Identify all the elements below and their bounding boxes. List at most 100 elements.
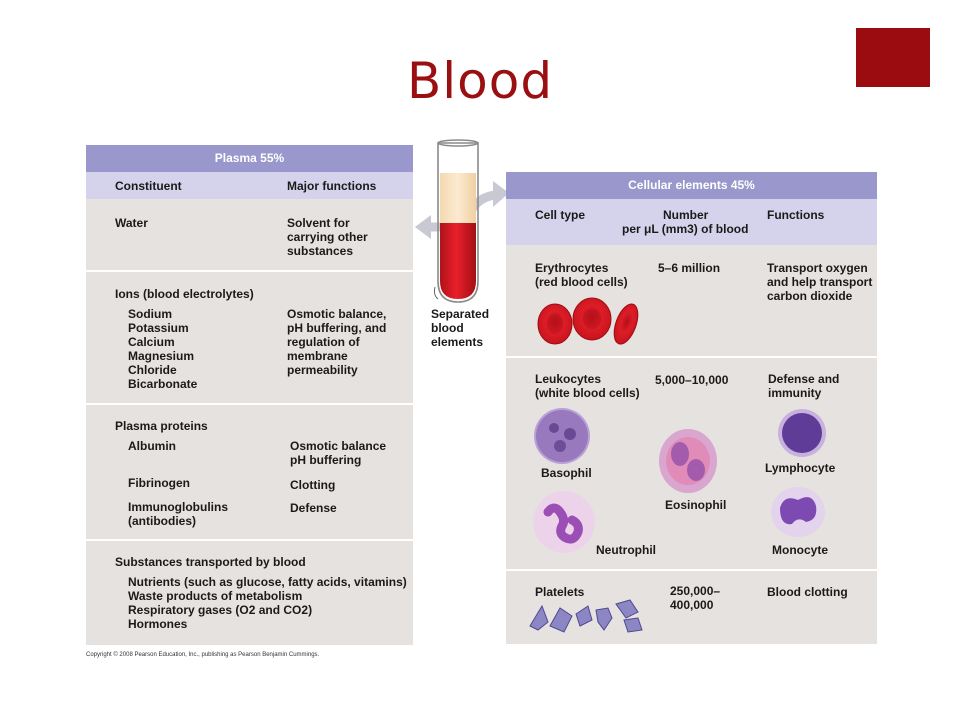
- basophil-granules: [536, 410, 588, 462]
- ion-item: Potassium: [128, 321, 189, 335]
- arrow-head-right: [493, 181, 509, 207]
- erythrocytes-fn-1: Transport oxygen: [767, 261, 868, 275]
- leukocytes-label-1: Leukocytes: [535, 372, 602, 386]
- platelet: [595, 607, 613, 631]
- col-constituent: Constituent: [115, 179, 182, 193]
- erythrocytes-number: 5–6 million: [658, 261, 721, 275]
- basophil-label: Basophil: [541, 466, 592, 480]
- platelet: [623, 617, 643, 633]
- erythrocytes-fn-3: carbon dioxide: [767, 289, 853, 303]
- albumin-fn-1: Osmotic balance: [290, 439, 387, 453]
- gases-item: Respiratory gases (O2 and CO2): [128, 603, 313, 617]
- eosinophil-label: Eosinophil: [665, 498, 727, 512]
- ions-fn-1: Osmotic balance,: [287, 307, 387, 321]
- eosinophil-lobe: [687, 459, 705, 481]
- lymphocyte-label: Lymphocyte: [765, 461, 836, 475]
- cellular-header: Cellular elements 45%: [506, 172, 877, 199]
- cellular-table: Cellular elements 45% Cell type Number p…: [506, 172, 877, 644]
- leukocytes-fn-2: immunity: [768, 386, 822, 400]
- cellular-column-header: [506, 199, 877, 245]
- monocyte-cell-icon: [771, 487, 825, 537]
- platelets-number-2: 400,000: [670, 598, 714, 612]
- ions-fn-5: permeability: [287, 363, 358, 377]
- ions-fn-2: pH buffering, and: [287, 321, 387, 335]
- water-fn-1: Solvent for: [287, 216, 350, 230]
- leukocytes-number: 5,000–10,000: [655, 373, 729, 387]
- tube-label-1: Separated: [431, 307, 490, 321]
- divider: [506, 356, 877, 358]
- immuno-label-2: (antibodies): [128, 514, 196, 528]
- granule: [549, 423, 559, 433]
- platelet: [615, 599, 639, 619]
- ion-item: Magnesium: [128, 349, 195, 363]
- divider: [506, 569, 877, 571]
- fibrinogen-label: Fibrinogen: [128, 476, 190, 490]
- bracket: [433, 286, 439, 300]
- col-functions: Functions: [767, 208, 825, 222]
- monocyte-label: Monocyte: [772, 543, 829, 557]
- water-fn-2: carrying other: [287, 230, 368, 244]
- immuno-fn: Defense: [290, 501, 337, 515]
- eosinophil-lobe: [671, 442, 689, 466]
- albumin-fn-2: pH buffering: [290, 453, 362, 467]
- platelets-illustration: [529, 599, 643, 633]
- lymphocyte-nucleus: [782, 413, 822, 453]
- basophil-cell-icon: [534, 408, 590, 464]
- rbc-center: [583, 309, 601, 329]
- col-major-functions: Major functions: [287, 179, 377, 193]
- rbc-center: [547, 314, 563, 334]
- platelets-number-1: 250,000–: [670, 584, 721, 598]
- ions-label: Ions (blood electrolytes): [115, 287, 254, 301]
- rbc-cell: [613, 303, 639, 345]
- water-fn-3: substances: [287, 244, 354, 258]
- fibrinogen-fn: Clotting: [290, 478, 336, 492]
- platelets-label: Platelets: [535, 585, 585, 599]
- platelet: [529, 604, 549, 631]
- test-tube-illustration: [415, 139, 509, 303]
- neutrophil-cell-icon: [533, 491, 595, 553]
- tube-label-3: elements: [431, 335, 484, 349]
- eosinophil-cell-icon: [659, 429, 717, 493]
- transported-label: Substances transported by blood: [115, 555, 306, 569]
- lymphocyte-cell-icon: [778, 409, 826, 457]
- divider: [86, 539, 413, 541]
- tube-label-2: blood: [431, 321, 464, 335]
- copyright-text: Copyright © 2008 Pearson Education, Inc.…: [86, 652, 320, 658]
- ions-fn-3: regulation of: [287, 335, 360, 349]
- immuno-label-1: Immunoglobulins: [128, 500, 228, 514]
- col-number-1: Number: [663, 208, 709, 222]
- platelet: [575, 605, 593, 627]
- water-label: Water: [115, 216, 148, 230]
- eosinophil-granules: [666, 437, 710, 485]
- ion-item: Sodium: [128, 307, 172, 321]
- plasma-header: Plasma 55%: [86, 145, 413, 172]
- granule: [564, 428, 576, 440]
- ion-item: Bicarbonate: [128, 377, 198, 391]
- monocyte-nucleus: [780, 497, 817, 525]
- leukocytes-fn-1: Defense and: [768, 372, 840, 386]
- red-blood-cells-illustration: [537, 297, 639, 345]
- ion-item: Calcium: [128, 335, 175, 349]
- nutrients-item: Nutrients (such as glucose, fatty acids,…: [128, 575, 407, 589]
- erythrocytes-label-2: (red blood cells): [535, 275, 628, 289]
- divider: [86, 403, 413, 405]
- erythrocytes-fn-2: and help transport: [767, 275, 873, 289]
- col-cell-type: Cell type: [535, 208, 586, 222]
- plasma-column-header: [86, 172, 413, 199]
- ion-item: Chloride: [128, 363, 177, 377]
- cell-layer: [440, 223, 476, 299]
- neutrophil-nucleus: [543, 503, 583, 544]
- slide-title: Blood: [406, 52, 554, 110]
- leukocytes-label-2: (white blood cells): [535, 386, 640, 400]
- albumin-label: Albumin: [128, 439, 176, 453]
- divider: [86, 270, 413, 272]
- tube-outline: [437, 142, 479, 303]
- erythrocytes-label-1: Erythrocytes: [535, 261, 609, 275]
- accent-square: [856, 28, 930, 87]
- platelet: [549, 607, 573, 633]
- arrow-head-left: [415, 215, 431, 239]
- plasma-table: Plasma 55% Constituent Major functions W…: [86, 145, 413, 645]
- col-number-2: per μL (mm3) of blood: [622, 222, 749, 236]
- waste-item: Waste products of metabolism: [128, 589, 303, 603]
- granule: [554, 440, 566, 452]
